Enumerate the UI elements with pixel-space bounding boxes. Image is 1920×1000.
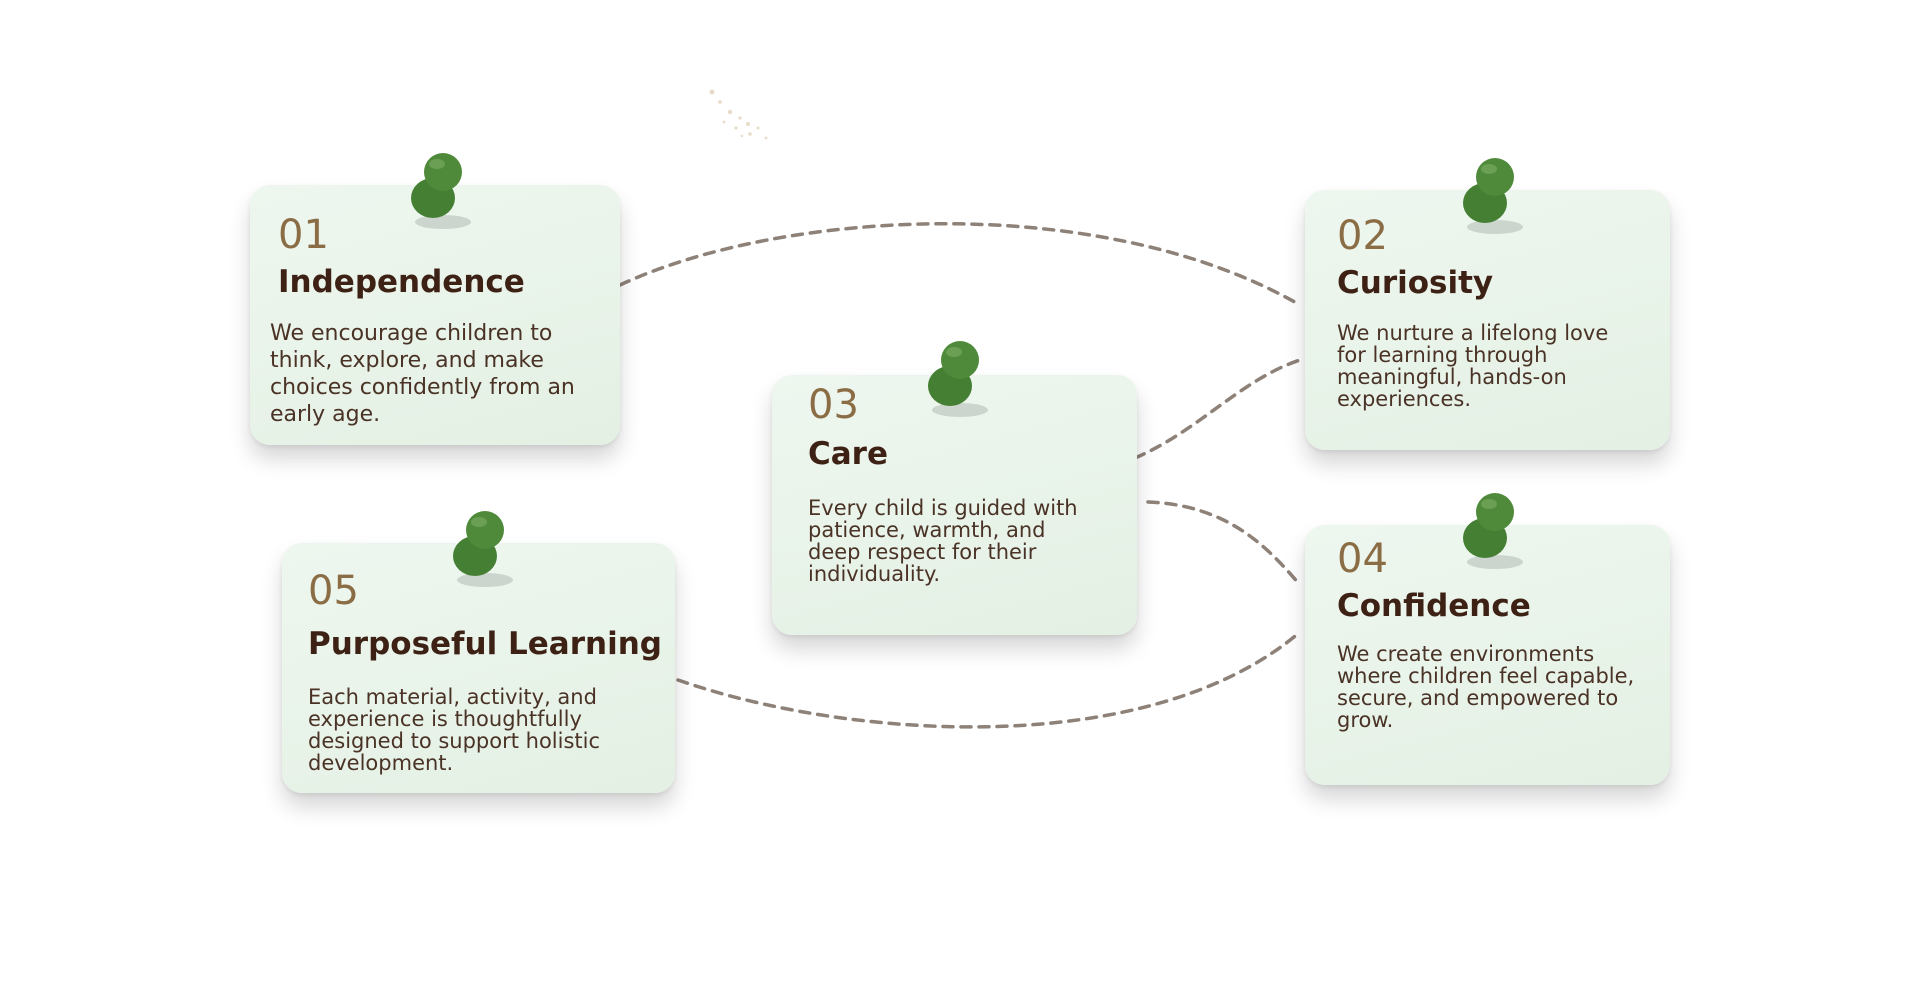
card-title: Curiosity: [1337, 265, 1494, 301]
value-card-confidence: 04 Confidence We create environments whe…: [1305, 525, 1670, 785]
value-card-curiosity: 02 Curiosity We nurture a lifelong love …: [1305, 190, 1670, 450]
card-number: 02: [1337, 213, 1388, 259]
connector-03-04: [1146, 500, 1302, 587]
pushpin-icon: [1463, 158, 1523, 234]
card-title: Confidence: [1337, 588, 1531, 624]
card-number: 04: [1337, 536, 1388, 582]
card-title: Purposeful Learning: [308, 626, 662, 662]
value-card-purposeful-learning: 05 Purposeful Learning Each material, ac…: [282, 543, 675, 793]
card-title: Care: [808, 436, 888, 472]
card-title: Independence: [278, 264, 525, 300]
card-description: We nurture a lifelong love for learning …: [1337, 321, 1609, 411]
card-description: We encourage children to think, explore,…: [270, 321, 575, 427]
card-description: Each material, activity, and experience …: [308, 685, 601, 775]
card-number: 03: [808, 382, 859, 428]
connector-03-02: [1133, 358, 1302, 460]
sparkle-decoration: [709, 89, 768, 140]
connector-01-02: [618, 222, 1302, 307]
connector-05-04: [676, 630, 1302, 729]
value-card-independence: 01 Independence We encourage children to…: [250, 185, 620, 445]
card-number: 01: [278, 212, 329, 258]
card-number: 05: [308, 568, 359, 614]
pushpin-icon: [928, 341, 988, 417]
card-description: We create environments where children fe…: [1337, 642, 1635, 732]
pushpin-icon: [453, 511, 513, 587]
value-card-care: 03 Care Every child is guided with patie…: [772, 375, 1137, 635]
pushpin-icon: [411, 153, 471, 229]
card-description: Every child is guided with patience, war…: [808, 496, 1078, 586]
pushpin-icon: [1463, 493, 1523, 569]
